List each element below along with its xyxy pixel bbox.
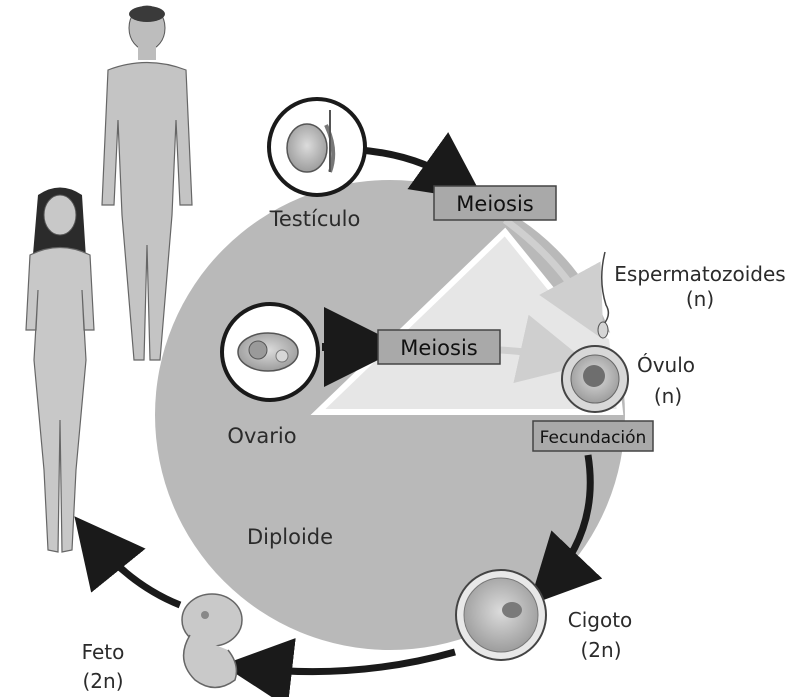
zygote-icon xyxy=(456,570,546,660)
meiosis-label-mid: Meiosis xyxy=(400,336,477,360)
zygote-label: Cigoto xyxy=(568,608,633,632)
fetus-label: Feto xyxy=(82,640,125,664)
ovary-label: Ovario xyxy=(227,424,296,448)
meiosis-label-top: Meiosis xyxy=(456,192,533,216)
female-figure xyxy=(26,188,94,553)
ovary-icon xyxy=(222,304,318,400)
arrow-testicle-to-meiosis xyxy=(360,150,462,185)
fetus-icon xyxy=(182,594,242,688)
arrow-zygote-to-fetus xyxy=(250,652,455,672)
sperm-icon xyxy=(598,252,608,338)
testicle-icon xyxy=(269,99,365,195)
arrow-fetus-to-adults xyxy=(92,538,180,605)
zygote-ploidy: (2n) xyxy=(580,638,621,662)
ovum-icon xyxy=(562,346,628,412)
ovum-ploidy: (n) xyxy=(654,384,682,408)
male-figure xyxy=(102,6,192,360)
diploid-label: Diploide xyxy=(247,525,333,549)
sperm-label: Espermatozoides xyxy=(614,262,785,286)
fertilization-label: Fecundación xyxy=(540,428,647,448)
ovum-label: Óvulo xyxy=(637,353,695,377)
fetus-ploidy: (2n) xyxy=(82,669,123,693)
sperm-ploidy: (n) xyxy=(686,287,714,311)
testicle-label: Testículo xyxy=(269,207,361,231)
